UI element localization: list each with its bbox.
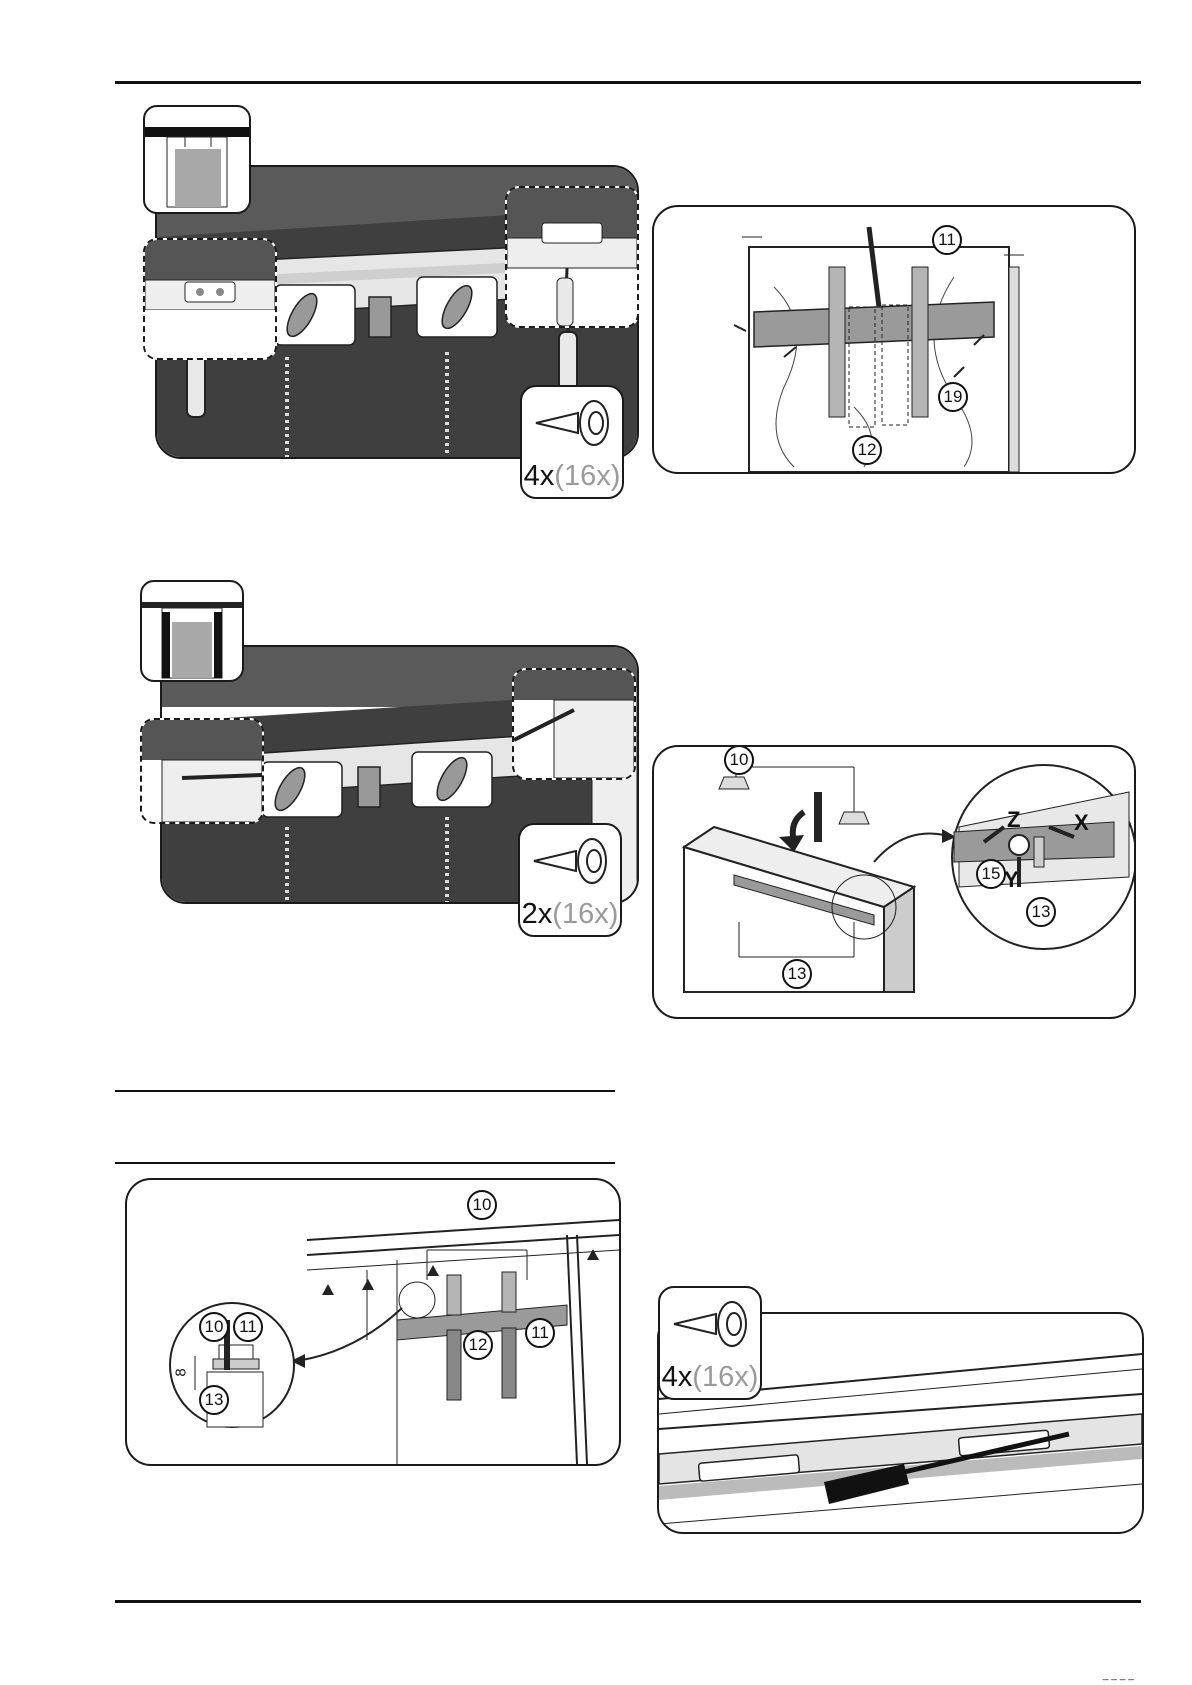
figure-6-screw-count: 4x(16x)	[658, 1286, 762, 1400]
section-rule-top	[115, 1090, 615, 1092]
figure-4-drawing	[654, 747, 1134, 1017]
figure-2-screw-count: 2x(16x)	[518, 823, 622, 937]
header-rule	[115, 81, 1141, 84]
figure-3-panel: 11 19 12	[652, 205, 1136, 474]
figure-1-orientation-icon	[143, 105, 251, 214]
figure-3-drawing	[654, 207, 1134, 472]
screw-quantity: 4x(16x)	[660, 1363, 760, 1392]
dimension-8mm: 8	[173, 1368, 190, 1376]
callout-11: 11	[932, 225, 962, 255]
callout-15: 15	[976, 859, 1006, 889]
torx-screw-icon	[668, 1294, 752, 1354]
figure-4-panel: 10 13 15 13 Z X Y	[652, 745, 1136, 1019]
callout-12: 12	[463, 1330, 493, 1360]
callout-11: 11	[525, 1318, 555, 1348]
callout-19: 19	[938, 382, 968, 412]
axis-y-label: Y	[1004, 869, 1019, 891]
footer-rule	[115, 1600, 1141, 1603]
callout-10: 10	[724, 745, 754, 775]
callout-11-detail: 11	[233, 1312, 263, 1342]
figure-1-detail-right	[505, 186, 639, 328]
figure-2-detail-right	[512, 668, 636, 780]
callout-10-detail: 10	[199, 1312, 229, 1342]
callout-13-detail: 13	[1026, 897, 1056, 927]
section-rule-bottom	[115, 1162, 615, 1164]
callout-12: 12	[852, 435, 882, 465]
axis-z-label: Z	[1007, 809, 1020, 831]
callout-13: 13	[782, 959, 812, 989]
figure-1-screw-count: 4x(16x)	[520, 385, 624, 499]
callout-13-detail: 13	[199, 1385, 229, 1415]
figure-5-panel: 10 11 12 10 11 13 8	[125, 1178, 621, 1466]
screw-quantity: 2x(16x)	[520, 900, 620, 929]
figure-1-detail-left	[143, 238, 277, 360]
figure-2-orientation-icon	[140, 580, 244, 682]
screw-quantity: 4x(16x)	[522, 462, 622, 491]
torx-screw-icon	[528, 831, 612, 891]
torx-screw-icon	[530, 393, 614, 453]
axis-x-label: X	[1074, 812, 1089, 834]
callout-10: 10	[467, 1190, 497, 1220]
page-number: ____	[1103, 1670, 1137, 1681]
figure-2-detail-left	[140, 718, 264, 824]
